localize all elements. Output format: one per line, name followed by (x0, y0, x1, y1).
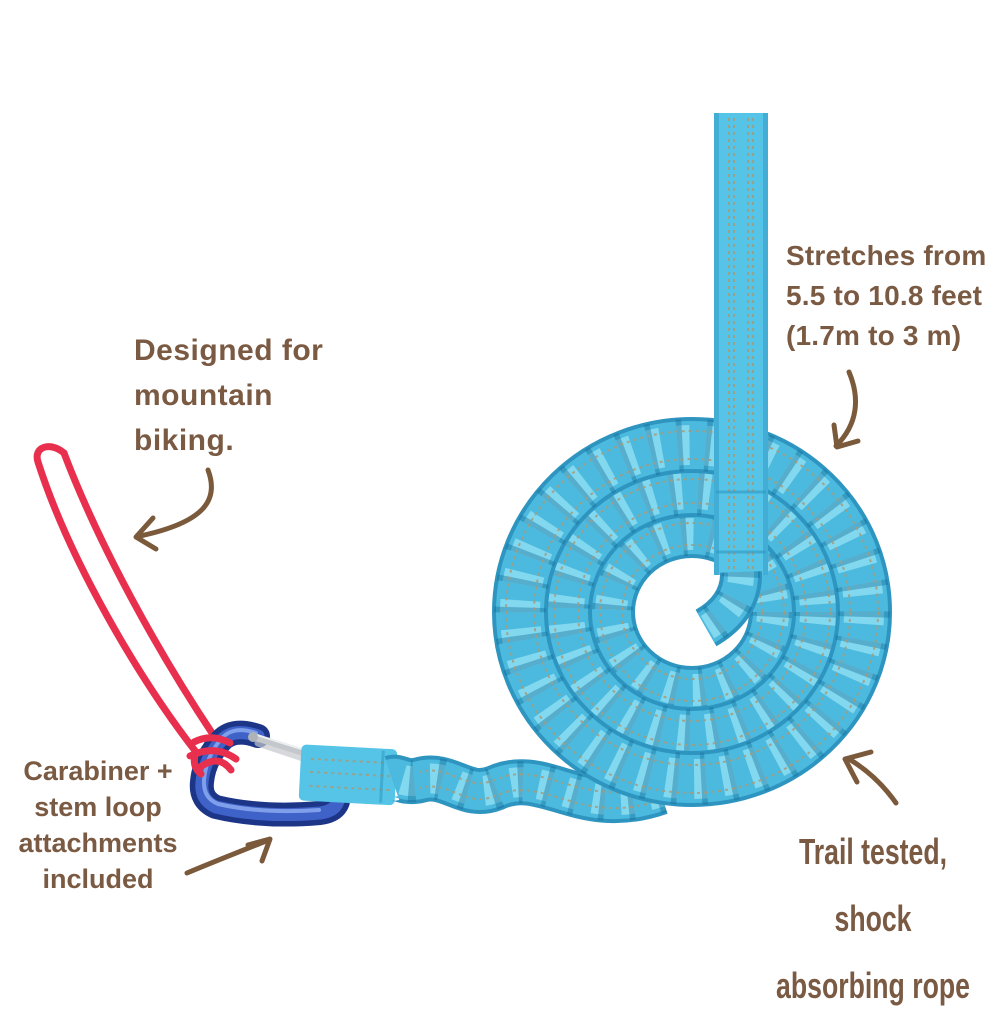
annotation-line: stem loop (34, 792, 162, 822)
bungee-tail (384, 754, 668, 824)
tail-webbing (298, 744, 398, 806)
strap-stitching (716, 118, 766, 570)
annotation-designed: Designed for mountain biking. (134, 328, 323, 463)
annotation-carabiner: Carabiner + stem loop attachments includ… (6, 753, 190, 897)
annotation-line: 5.5 to 10.8 feet (786, 280, 983, 311)
annotation-line: (1.7m to 3 m) (786, 320, 962, 351)
annotation-line: mountain (134, 379, 273, 412)
curved-arrow-designed-icon (133, 467, 214, 552)
rope-ring-middle (540, 465, 844, 759)
stem-loop-knot (186, 734, 240, 778)
rope-ring-outer (492, 417, 892, 807)
annotation-line: Carabiner + (23, 756, 173, 786)
annotation-trail: Trail tested, shock absorbing rope (762, 818, 984, 1019)
curved-arrow-carabiner-icon (184, 836, 273, 876)
annotation-stretch: Stretches from 5.5 to 10.8 feet (1.7m to… (786, 236, 986, 356)
annotation-line: biking. (134, 424, 235, 457)
tow-rope-coil (492, 417, 892, 807)
rope-ring-inner (587, 510, 797, 714)
curved-arrow-trail-icon (842, 749, 899, 806)
annotation-line: Stretches from (786, 240, 987, 271)
annotation-line: Designed for (134, 334, 324, 367)
annotation-line: included (42, 864, 154, 894)
annotation-line: Trail tested, shock (798, 831, 948, 939)
stem-loop-cord (33, 443, 218, 756)
annotation-line: attachments (18, 828, 178, 858)
curved-arrow-stretch-icon (831, 369, 861, 450)
annotation-line: absorbing rope (776, 965, 970, 1006)
handle-strap (694, 113, 768, 647)
